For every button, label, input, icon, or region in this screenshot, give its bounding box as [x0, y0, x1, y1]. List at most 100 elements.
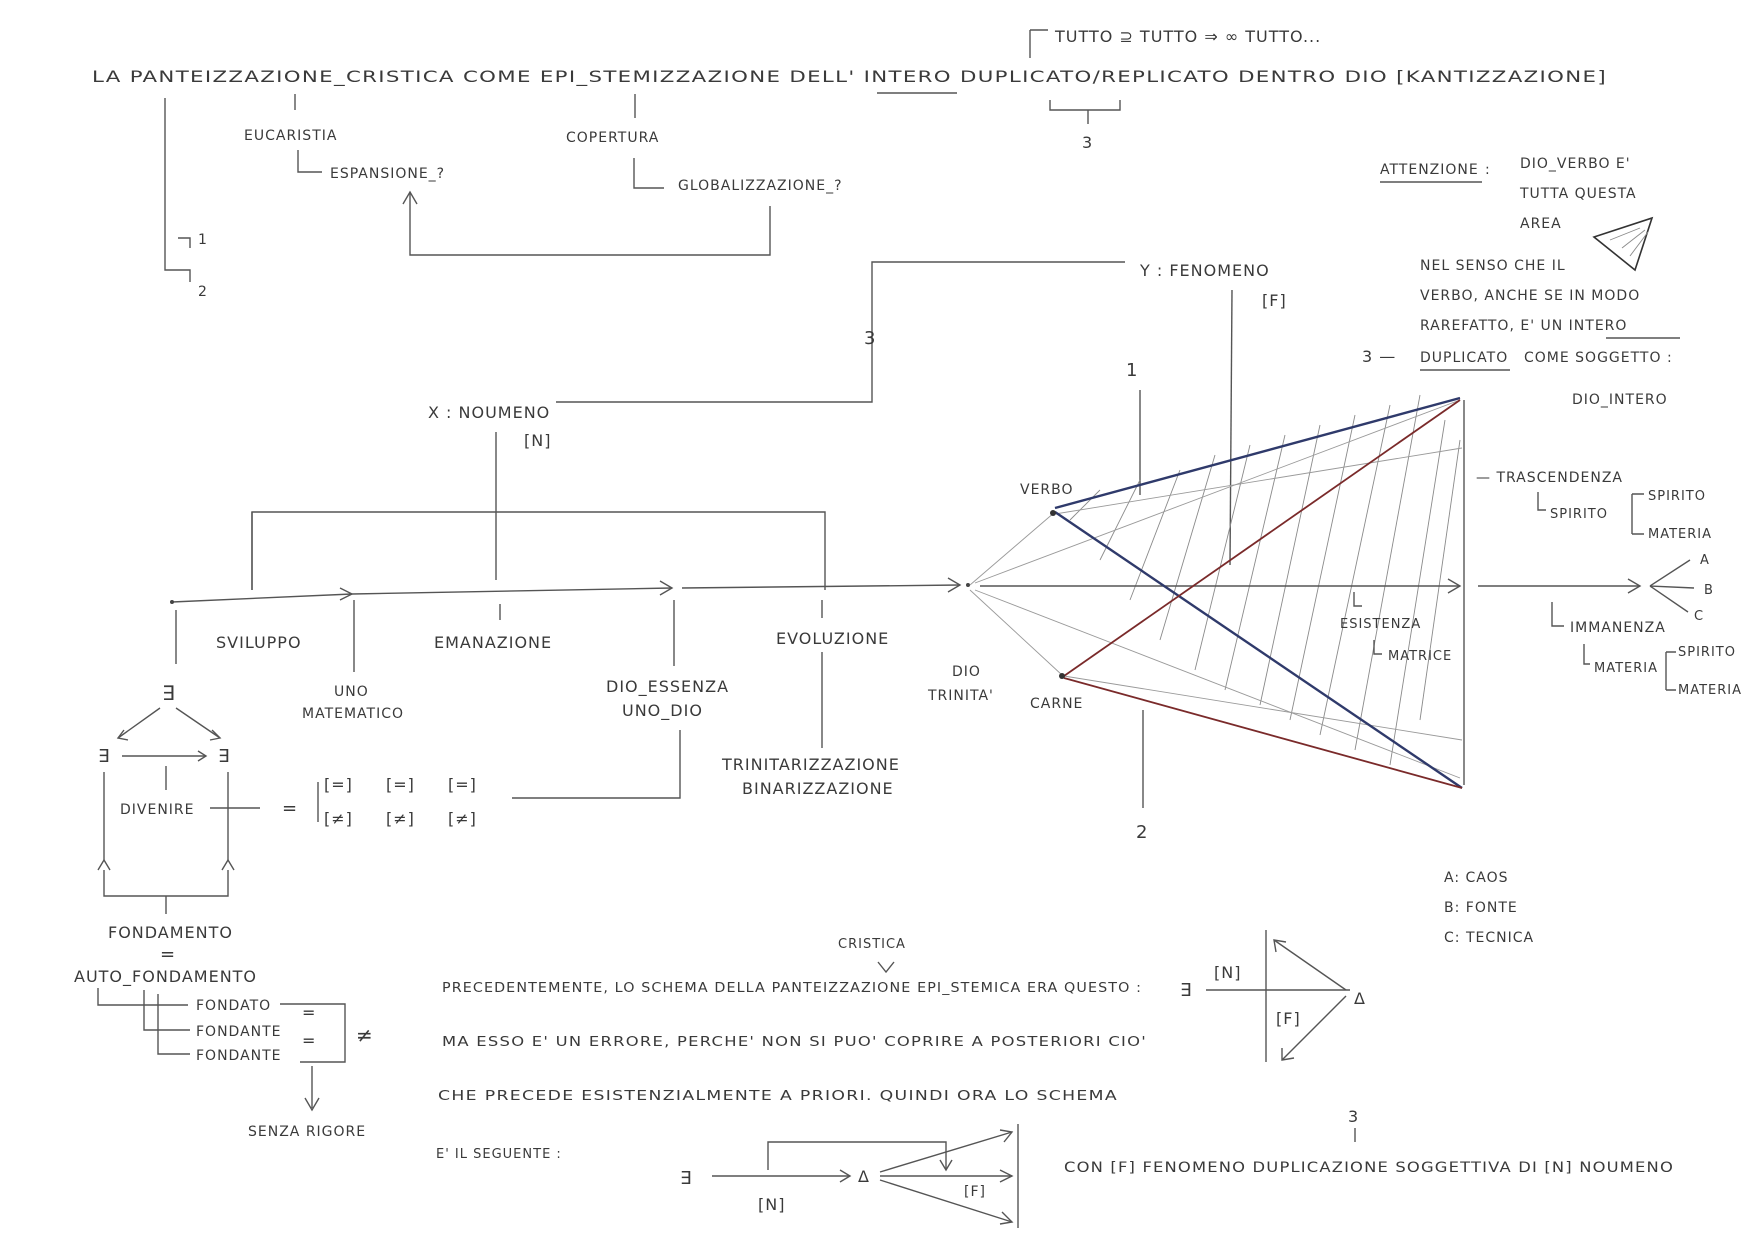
- trasc-materia-sub: MATERIA: [1648, 527, 1712, 542]
- cone-diagram: 1 2: [927, 289, 1742, 843]
- immanenza-label: IMMANENZA: [1570, 620, 1666, 636]
- branch-two: 2: [198, 284, 208, 300]
- paragraph-2: MA ESSO E' UN ERRORE, PERCHE' NON SI PUO…: [442, 1035, 1147, 1050]
- senza-rigore-label: SENZA RIGORE: [248, 1124, 366, 1140]
- con-three: 3: [1348, 1107, 1359, 1126]
- top-section: TUTTO ⊇ TUTTO ⇒ ∞ TUTTO... LA PANTEIZZAZ…: [92, 27, 1607, 300]
- imm-materia-sub: MATERIA: [1678, 683, 1742, 698]
- uno-label: UNO: [334, 684, 369, 700]
- eq-cell-2: [=]: [386, 775, 415, 794]
- neq-cell-2: [≠]: [386, 809, 415, 828]
- axis-one: 1: [1126, 360, 1138, 381]
- binarizzazione-label: BINARIZZAZIONE: [742, 779, 894, 798]
- exists-right: ∃: [218, 746, 230, 767]
- matematico-label: MATEMATICO: [302, 706, 404, 722]
- note-line-3: AREA: [1520, 216, 1562, 232]
- paragraph-3: CHE PRECEDE ESISTENZIALMENTE A PRIORI. Q…: [438, 1089, 1118, 1104]
- copertura-label: COPERTURA: [566, 130, 659, 146]
- trascendenza-label: — TRASCENDENZA: [1476, 470, 1623, 486]
- main-title: LA PANTEIZZAZIONE_CRISTICA COME EPI_STEM…: [92, 67, 1607, 87]
- dio-essenza-label: DIO_ESSENZA: [606, 677, 729, 697]
- legend-c: C: TECNICA: [1444, 930, 1534, 946]
- sviluppo-label: SVILUPPO: [216, 633, 302, 652]
- divenire-eq: =: [282, 798, 298, 819]
- exists-top: ∃: [162, 681, 176, 705]
- axis-two: 2: [1136, 822, 1148, 843]
- verbo-point: [1050, 510, 1056, 516]
- carne-diagonal-red: [1063, 399, 1461, 677]
- svg-text:=: =: [302, 1003, 316, 1022]
- uno-dio-label: UNO_DIO: [622, 701, 703, 721]
- carne-point: [1059, 673, 1065, 679]
- branch-one: 1: [198, 232, 208, 248]
- note-line-2: TUTTA QUESTA: [1519, 186, 1637, 202]
- svg-text::: :: [1485, 162, 1491, 178]
- branch-a: A: [1700, 553, 1710, 568]
- note-para-4: COME SOGGETTO :: [1524, 350, 1673, 366]
- neq-cell-3: [≠]: [448, 809, 477, 828]
- imm-spirito-sub: SPIRITO: [1678, 645, 1736, 660]
- con-sentence: CON [F] FENOMENO DUPLICAZIONE SOGGETTIVA…: [1064, 1160, 1674, 1176]
- trinita-label: TRINITA': [927, 688, 994, 704]
- hatched-area: [1069, 394, 1461, 766]
- eucaristia-label: EUCARISTIA: [244, 128, 337, 144]
- trasc-spirito-sub: SPIRITO: [1648, 489, 1706, 504]
- dio-label: DIO: [952, 664, 981, 680]
- note-para-3: RAREFATTO, E' UN INTERO: [1420, 318, 1627, 334]
- auto-fondamento-label: AUTO_FONDAMENTO: [74, 967, 257, 987]
- development-chain: SVILUPPO EMANAZIONE EVOLUZIONE TRINITARI…: [170, 502, 970, 799]
- note-para-1: NEL SENSO CHE IL: [1420, 258, 1566, 274]
- fondamento-label: FONDAMENTO: [108, 923, 233, 942]
- new-exists: ∃: [680, 1168, 692, 1189]
- note-dup-prefix: 3 —: [1362, 347, 1396, 366]
- fondante-1-label: FONDANTE: [196, 1024, 282, 1040]
- legend: A: CAOS B: FONTE C: TECNICA: [1444, 870, 1534, 946]
- link-three: 3: [864, 328, 876, 349]
- note-label: ATTENZIONE: [1380, 162, 1479, 178]
- x-axis-tag: [N]: [524, 431, 551, 450]
- y-axis-label: Y : FENOMENO: [1139, 261, 1270, 280]
- bottom-section: CRISTICA PRECEDENTEMENTE, LO SCHEMA DELL…: [436, 930, 1674, 1228]
- imm-materia-label: MATERIA: [1594, 661, 1658, 676]
- x-axis-label: X : NOUMENO: [428, 403, 550, 422]
- trinitarizzazione-label: TRINITARIZZAZIONE: [721, 755, 900, 774]
- xy-link: [556, 261, 1125, 403]
- globalizzazione-label: GLOBALIZZAZIONE_?: [678, 178, 843, 194]
- paragraph-4: E' IL SEGUENTE :: [436, 1147, 562, 1162]
- note-para-5: DIO_INTERO: [1572, 392, 1668, 408]
- axes-links: 3 Y : FENOMENO [F] X : NOUMENO [N]: [428, 261, 1286, 502]
- paragraph-1: PRECEDENTEMENTE, LO SCHEMA DELLA PANTEIZ…: [442, 981, 1142, 996]
- old-f-tag: [F]: [1276, 1009, 1301, 1028]
- cristica-label: CRISTICA: [838, 937, 906, 952]
- trasc-spirito-label: SPIRITO: [1550, 507, 1608, 522]
- matrice-label: MATRICE: [1388, 649, 1452, 664]
- exists-left: ∃: [98, 746, 110, 767]
- fondante-2-label: FONDANTE: [196, 1048, 282, 1064]
- old-schema: ∃ [N] [F] Δ: [1180, 930, 1366, 1062]
- eq-cell-3: [=]: [448, 775, 477, 794]
- pre-title: TUTTO ⊇ TUTTO ⇒ ∞ TUTTO...: [1054, 27, 1321, 46]
- note-line-1: DIO_VERBO E': [1520, 156, 1631, 172]
- svg-text:=: =: [302, 1031, 316, 1050]
- new-f-tag: [F]: [964, 1184, 986, 1200]
- branch-c: C: [1694, 609, 1704, 624]
- old-n-tag: [N]: [1214, 963, 1241, 982]
- fondamento-eq: =: [160, 944, 176, 965]
- new-schema: ∃ Δ [N] [F]: [680, 1124, 1019, 1228]
- carne-label: CARNE: [1030, 696, 1083, 712]
- fondato-label: FONDATO: [196, 998, 271, 1014]
- fondamento-neq: ≠: [356, 1023, 374, 1047]
- fondamento-block: FONDAMENTO = AUTO_FONDAMENTO FONDATO FON…: [74, 923, 374, 1140]
- evoluzione-label: EVOLUZIONE: [776, 629, 889, 648]
- old-delta: Δ: [1354, 989, 1366, 1008]
- note-para-2: VERBO, ANCHE SE IN MODO: [1420, 288, 1640, 304]
- verbo-diagonal-blue: [1054, 511, 1463, 789]
- verbo-edge-blue: [1054, 396, 1461, 510]
- dup-brace: [1049, 100, 1121, 111]
- eq-cell-1: [=]: [324, 775, 353, 794]
- legend-b: B: FONTE: [1444, 900, 1518, 916]
- esistenza-label: ESISTENZA: [1340, 617, 1421, 632]
- divenire-label: DIVENIRE: [120, 802, 195, 818]
- emanazione-label: EMANAZIONE: [434, 633, 552, 652]
